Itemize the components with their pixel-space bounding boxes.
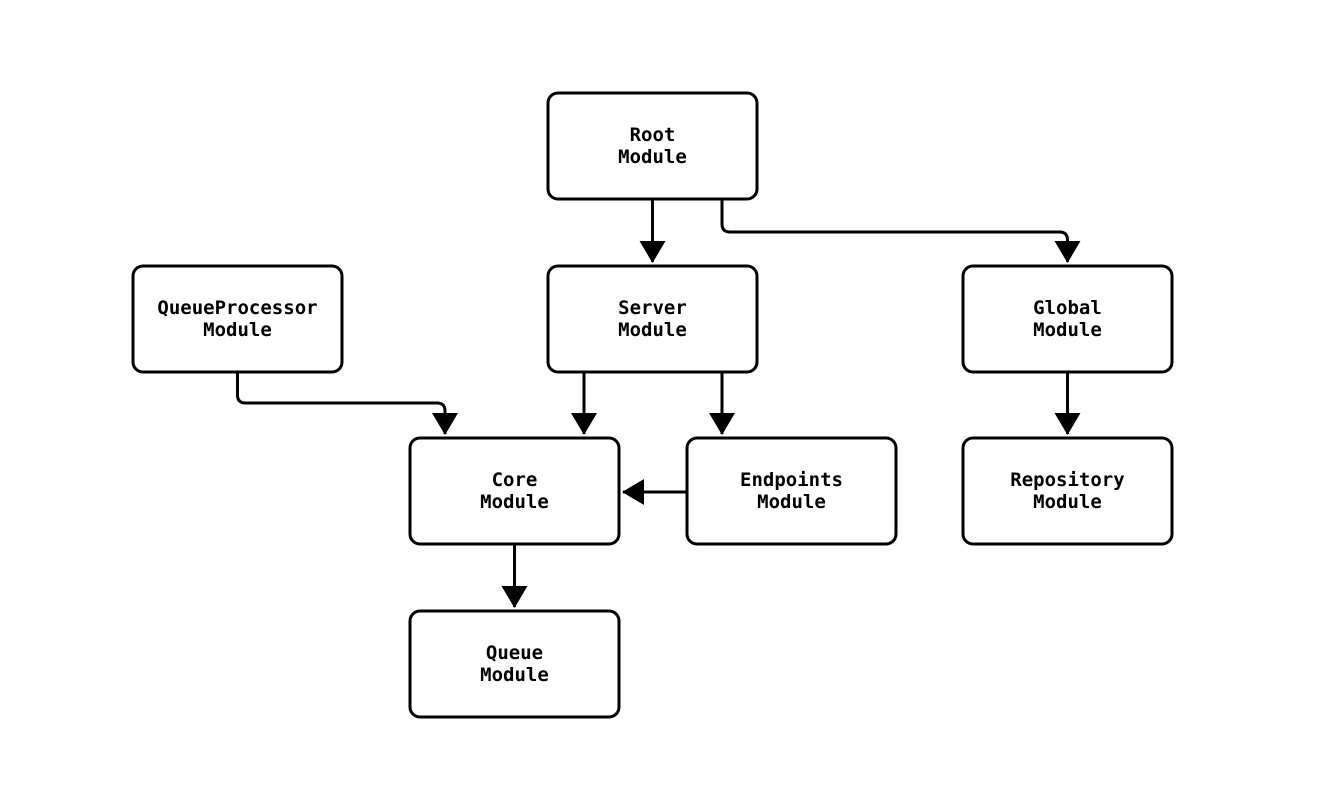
- edge-queueprocessor-to-core: [236, 372, 458, 435]
- node-queueprocessor-label-line1: QueueProcessor: [157, 297, 317, 319]
- node-server-label-line2: Module: [618, 319, 687, 341]
- node-endpoints-module: Endpoints Module: [685, 436, 898, 546]
- node-repository-module: Repository Module: [961, 436, 1174, 546]
- node-repository-label-line1: Repository: [1010, 469, 1124, 491]
- node-core-label-line1: Core: [492, 469, 538, 491]
- node-global-box: [961, 264, 1174, 374]
- node-root-label-line2: Module: [618, 146, 687, 168]
- edge-root-to-global: [720, 199, 1081, 263]
- node-queueprocessor-box: [131, 264, 344, 374]
- node-core-module: Core Module: [408, 436, 621, 546]
- node-server-box: [546, 264, 759, 374]
- node-queue-box: [408, 609, 621, 719]
- node-server-label-line1: Server: [618, 297, 687, 319]
- node-global-label-line1: Global: [1033, 297, 1102, 319]
- node-queue-module: Queue Module: [408, 609, 621, 719]
- node-repository-box: [961, 436, 1174, 546]
- node-endpoints-label-line1: Endpoints: [740, 469, 843, 491]
- edge-group: [236, 199, 1081, 608]
- node-queueprocessor-label-line2: Module: [203, 319, 272, 341]
- node-global-label-line2: Module: [1033, 319, 1102, 341]
- node-server-module: Server Module: [546, 264, 759, 374]
- node-core-label-line2: Module: [480, 491, 549, 513]
- node-queue-label-line1: Queue: [486, 642, 543, 664]
- node-core-box: [408, 436, 621, 546]
- node-queueprocessor-module: QueueProcessor Module: [131, 264, 344, 374]
- node-endpoints-label-line2: Module: [757, 491, 826, 513]
- node-root-label-line1: Root: [630, 124, 676, 146]
- node-root-box: [546, 91, 759, 201]
- node-root-module: Root Module: [546, 91, 759, 201]
- node-queue-label-line2: Module: [480, 664, 549, 686]
- node-repository-label-line2: Module: [1033, 491, 1102, 513]
- node-endpoints-box: [685, 436, 898, 546]
- node-global-module: Global Module: [961, 264, 1174, 374]
